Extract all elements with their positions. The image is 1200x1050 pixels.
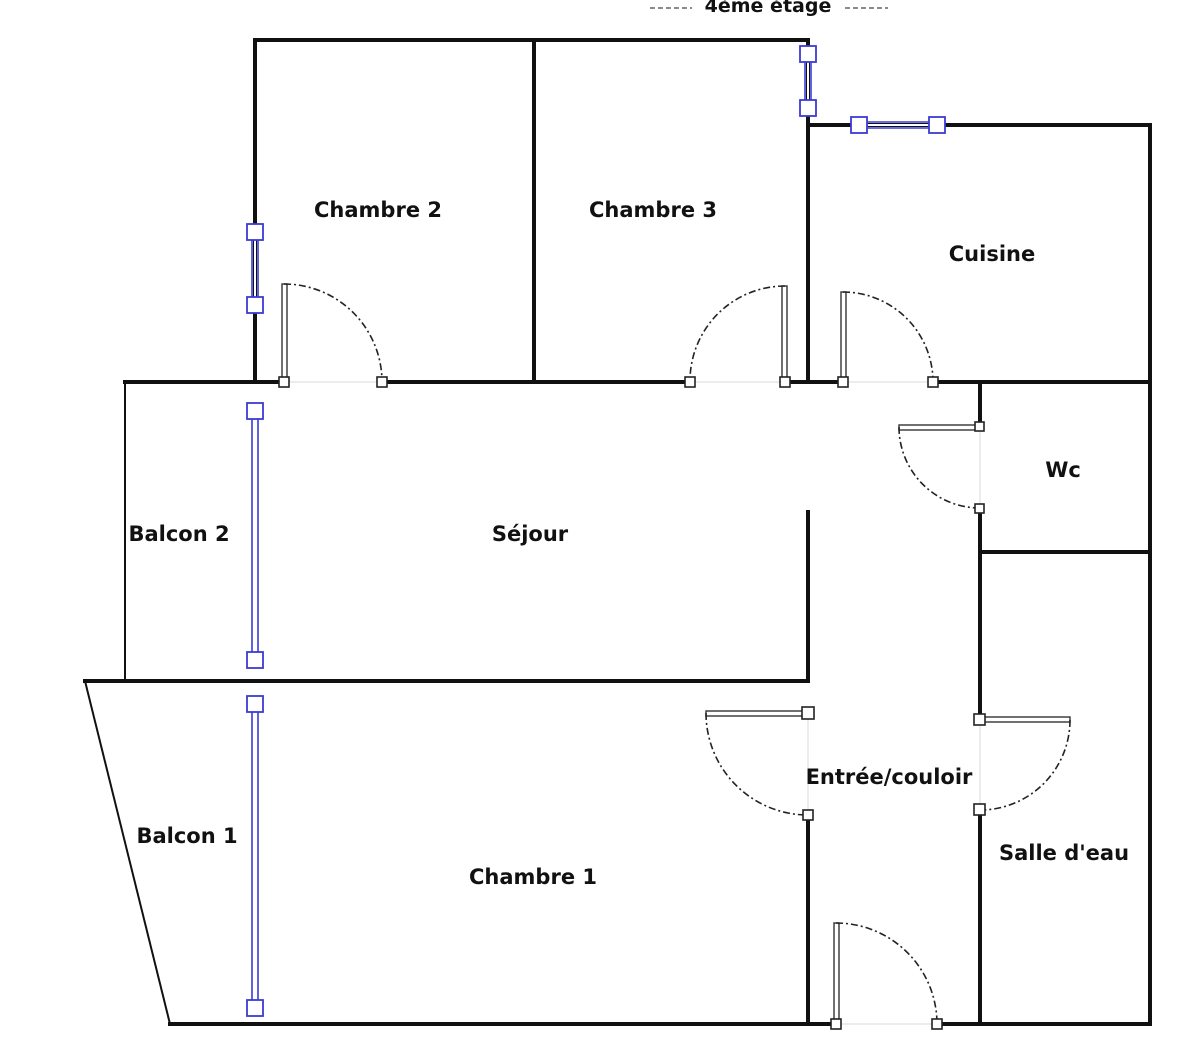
- door-leaf: [833, 922, 840, 1025]
- door-swing-arc: [705, 712, 809, 816]
- door-end-handle[interactable]: [974, 503, 985, 514]
- window-chambre2[interactable]: [246, 223, 264, 314]
- window-handle[interactable]: [928, 116, 946, 134]
- door-end-handle[interactable]: [927, 376, 939, 388]
- window-handle[interactable]: [246, 296, 264, 314]
- door-swing-arc: [979, 719, 1071, 811]
- walls: [83, 38, 1152, 1026]
- door-leaf: [781, 285, 788, 383]
- room-label-salle-eau: Salle d'eau: [999, 841, 1129, 865]
- window-handle[interactable]: [799, 99, 817, 117]
- floor-heading: 4ème étage: [650, 0, 888, 17]
- room-label-cuisine: Cuisine: [949, 242, 1035, 266]
- window-handle[interactable]: [246, 999, 264, 1017]
- door-end-handle[interactable]: [931, 1018, 943, 1030]
- room-label-entree: Entrée/couloir: [806, 765, 973, 789]
- floor-label: 4ème étage: [705, 0, 832, 17]
- door-leaf: [979, 716, 1071, 723]
- door-chambre1[interactable]: [705, 706, 815, 821]
- door-wc[interactable]: [898, 421, 985, 514]
- door-leaf: [840, 291, 847, 383]
- door-entrance[interactable]: [830, 922, 943, 1030]
- door-swing-arc: [842, 291, 934, 383]
- window-handle[interactable]: [246, 223, 264, 241]
- door-hinge-handle[interactable]: [801, 706, 815, 720]
- room-label-chambre1: Chambre 1: [469, 865, 597, 889]
- window-handle[interactable]: [246, 651, 264, 669]
- door-swing-arc: [898, 426, 981, 509]
- room-labels: Chambre 2 Chambre 3 Cuisine Wc Balcon 2 …: [128, 198, 1129, 889]
- door-cuisine[interactable]: [837, 291, 939, 388]
- door-hinge-handle[interactable]: [779, 376, 791, 388]
- window-handle[interactable]: [850, 116, 868, 134]
- door-openings: [284, 381, 981, 1025]
- door-hinge-handle[interactable]: [830, 1018, 842, 1030]
- door-swing-arc: [283, 283, 383, 383]
- door-hinge-handle[interactable]: [837, 376, 849, 388]
- door-chambre3[interactable]: [684, 285, 791, 388]
- door-end-handle[interactable]: [376, 376, 388, 388]
- window-handle[interactable]: [799, 45, 817, 63]
- door-end-handle[interactable]: [802, 809, 814, 821]
- window-chambre3-corner[interactable]: [799, 45, 817, 117]
- window-sejour[interactable]: [246, 402, 264, 669]
- door-hinge-handle[interactable]: [278, 376, 290, 388]
- room-label-chambre2: Chambre 2: [314, 198, 442, 222]
- door-swing-arc: [835, 922, 938, 1025]
- door-chambre2[interactable]: [278, 283, 388, 388]
- door-leaf: [281, 283, 288, 383]
- door-salle-eau[interactable]: [973, 713, 1071, 816]
- wall-balcon1-slant: [84, 680, 171, 1025]
- door-end-handle[interactable]: [973, 803, 986, 816]
- window-handle[interactable]: [246, 695, 264, 713]
- door-swing-arc: [689, 285, 786, 383]
- window-handle[interactable]: [246, 402, 264, 420]
- door-hinge-handle[interactable]: [974, 421, 985, 432]
- door-hinge-handle[interactable]: [973, 713, 986, 726]
- window-cuisine[interactable]: [850, 116, 946, 134]
- door-end-handle[interactable]: [684, 376, 696, 388]
- window-chambre1[interactable]: [246, 695, 264, 1017]
- room-label-balcon1: Balcon 1: [136, 824, 237, 848]
- room-label-wc: Wc: [1045, 458, 1081, 482]
- door-leaf: [705, 710, 809, 717]
- room-label-balcon2: Balcon 2: [128, 522, 229, 546]
- door-leaf: [898, 424, 981, 431]
- room-label-sejour: Séjour: [492, 522, 569, 546]
- room-label-chambre3: Chambre 3: [589, 198, 717, 222]
